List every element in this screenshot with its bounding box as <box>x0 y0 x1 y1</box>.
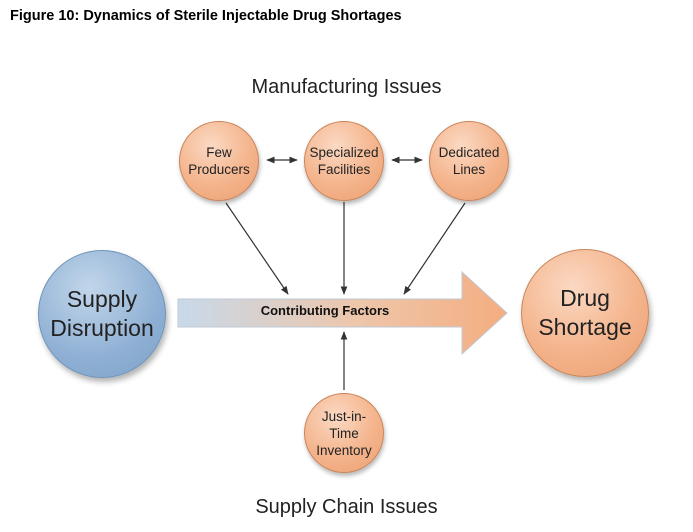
supply-chain-issues-title: Supply Chain Issues <box>255 496 438 518</box>
supply-disruption-node: Supply Disruption <box>38 250 166 378</box>
dedicated-lines-node: Dedicated Lines <box>429 121 509 201</box>
contributing-factors-arrow <box>177 270 508 356</box>
few-producers-node: Few Producers <box>179 121 259 201</box>
supply-disruption-label: Supply Disruption <box>50 286 154 341</box>
dedicated-lines-label: Dedicated Lines <box>438 145 500 177</box>
arrow-lines-to-factors <box>403 202 466 295</box>
just-in-time-inventory-node: Just-in- Time Inventory <box>304 393 384 473</box>
specialized-facilities-label: Specialized Facilities <box>309 145 379 177</box>
contributing-factors-label: Contributing Factors <box>260 303 390 318</box>
arrow-producers-to-factors <box>225 202 289 295</box>
few-producers-label: Few Producers <box>188 145 250 177</box>
specialized-facilities-node: Specialized Facilities <box>304 121 384 201</box>
drug-shortage-node: Drug Shortage <box>521 249 649 377</box>
manufacturing-issues-title: Manufacturing Issues <box>251 76 442 98</box>
figure-title: Figure 10: Dynamics of Sterile Injectabl… <box>10 8 402 24</box>
just-in-time-inventory-label: Just-in- Time Inventory <box>316 408 372 458</box>
drug-shortage-label: Drug Shortage <box>538 285 632 340</box>
